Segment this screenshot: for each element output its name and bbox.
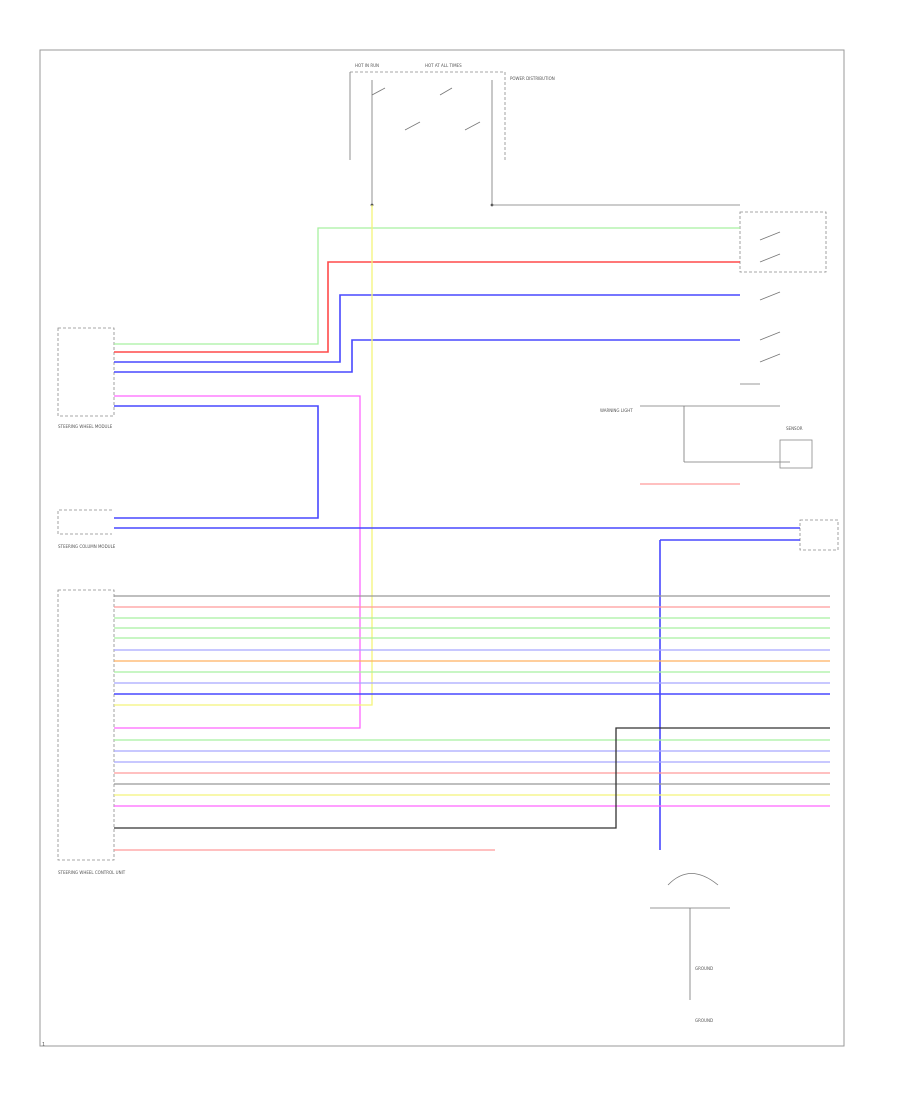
power-dist-label: POWER DISTRIBUTION <box>510 76 555 81</box>
wire-blue-3 <box>114 339 740 373</box>
column-unit-label: STEERING COLUMN MODULE <box>58 544 116 549</box>
wire-blue-2 <box>114 294 740 363</box>
diagram-frame <box>39 49 845 1047</box>
control-unit: STEERING WHEEL CONTROL UNIT <box>57 589 126 875</box>
wire-dark-27 <box>114 727 830 829</box>
gauge <box>650 873 730 1000</box>
steering-column-module: STEERING COLUMN MODULE <box>57 509 116 549</box>
ground-a-label: GROUND <box>695 966 713 971</box>
ground-b-label: GROUND <box>695 1018 713 1023</box>
fuse-a-label: HOT IN RUN <box>355 63 379 68</box>
steering-wheel-module: STEERING WHEEL MODULE <box>57 327 115 429</box>
wire-green-0 <box>114 227 740 345</box>
switch-column <box>492 204 827 385</box>
warn-light-label: WARNING LIGHT <box>600 408 633 413</box>
wire-red-1 <box>114 261 740 353</box>
sensor-label: SENSOR <box>786 426 803 431</box>
fuse-b-label: HOT AT ALL TIMES <box>425 63 462 68</box>
page-number: 1 <box>42 1042 46 1048</box>
wire-blue-5 <box>114 405 319 519</box>
wire-magenta-4 <box>114 395 361 729</box>
control-module-label: STEERING WHEEL CONTROL UNIT <box>58 870 126 875</box>
right-connector <box>799 519 839 551</box>
sensor-group: WARNING LIGHT SENSOR <box>600 405 813 469</box>
wire-yellow-6 <box>114 205 373 706</box>
wire-group <box>114 205 830 851</box>
steering-unit-label: STEERING WHEEL MODULE <box>58 424 113 429</box>
power-distribution-block: HOT IN RUN HOT AT ALL TIMES POWER DISTRI… <box>349 63 555 207</box>
